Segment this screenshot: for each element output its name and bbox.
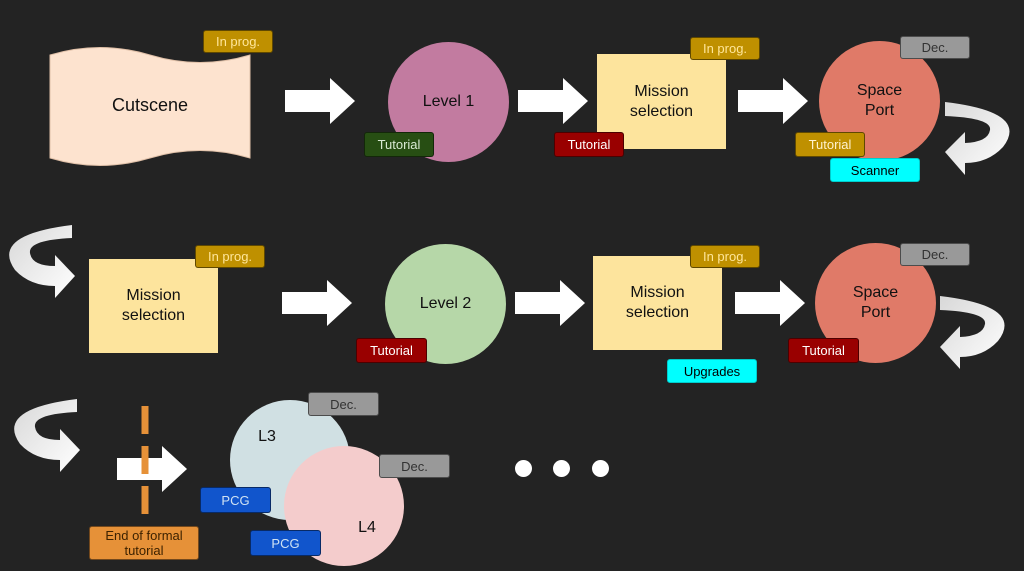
tutorial-badge: Tutorial bbox=[364, 132, 434, 157]
pcg-badge: PCG bbox=[250, 530, 321, 556]
scanner-badge: Scanner bbox=[830, 158, 920, 182]
curved-arrow bbox=[14, 399, 81, 472]
tutorial-badge: Tutorial bbox=[795, 132, 865, 157]
ellipsis-dot bbox=[553, 460, 570, 477]
ellipsis-dot bbox=[515, 460, 532, 477]
deprecated-badge: Dec. bbox=[308, 392, 379, 416]
in-progress-badge: In prog. bbox=[690, 37, 760, 60]
arrow-right bbox=[738, 78, 808, 124]
curved-arrow bbox=[940, 296, 1005, 369]
arrow-right bbox=[117, 446, 187, 492]
in-progress-badge: In prog. bbox=[690, 245, 760, 268]
mission-selection-node bbox=[593, 256, 722, 350]
deprecated-badge: Dec. bbox=[900, 36, 970, 59]
pcg-badge: PCG bbox=[200, 487, 271, 513]
curved-arrow bbox=[9, 225, 76, 298]
mission-selection-node bbox=[89, 259, 218, 353]
arrow-right bbox=[735, 280, 805, 326]
curved-arrow bbox=[945, 102, 1010, 175]
upgrades-badge: Upgrades bbox=[667, 359, 757, 383]
arrow-right bbox=[282, 280, 352, 326]
deprecated-badge: Dec. bbox=[900, 243, 970, 266]
tutorial-badge: Tutorial bbox=[788, 338, 859, 363]
arrow-right bbox=[515, 280, 585, 326]
arrow-right bbox=[285, 78, 355, 124]
ellipsis-dot bbox=[592, 460, 609, 477]
end-of-tutorial-badge: End of formal tutorial bbox=[89, 526, 199, 560]
in-progress-badge: In prog. bbox=[195, 245, 265, 268]
arrow-right bbox=[518, 78, 588, 124]
cutscene-shape bbox=[49, 47, 251, 166]
in-progress-badge: In prog. bbox=[203, 30, 273, 53]
tutorial-badge: Tutorial bbox=[554, 132, 624, 157]
deprecated-badge: Dec. bbox=[379, 454, 450, 478]
tutorial-badge: Tutorial bbox=[356, 338, 427, 363]
